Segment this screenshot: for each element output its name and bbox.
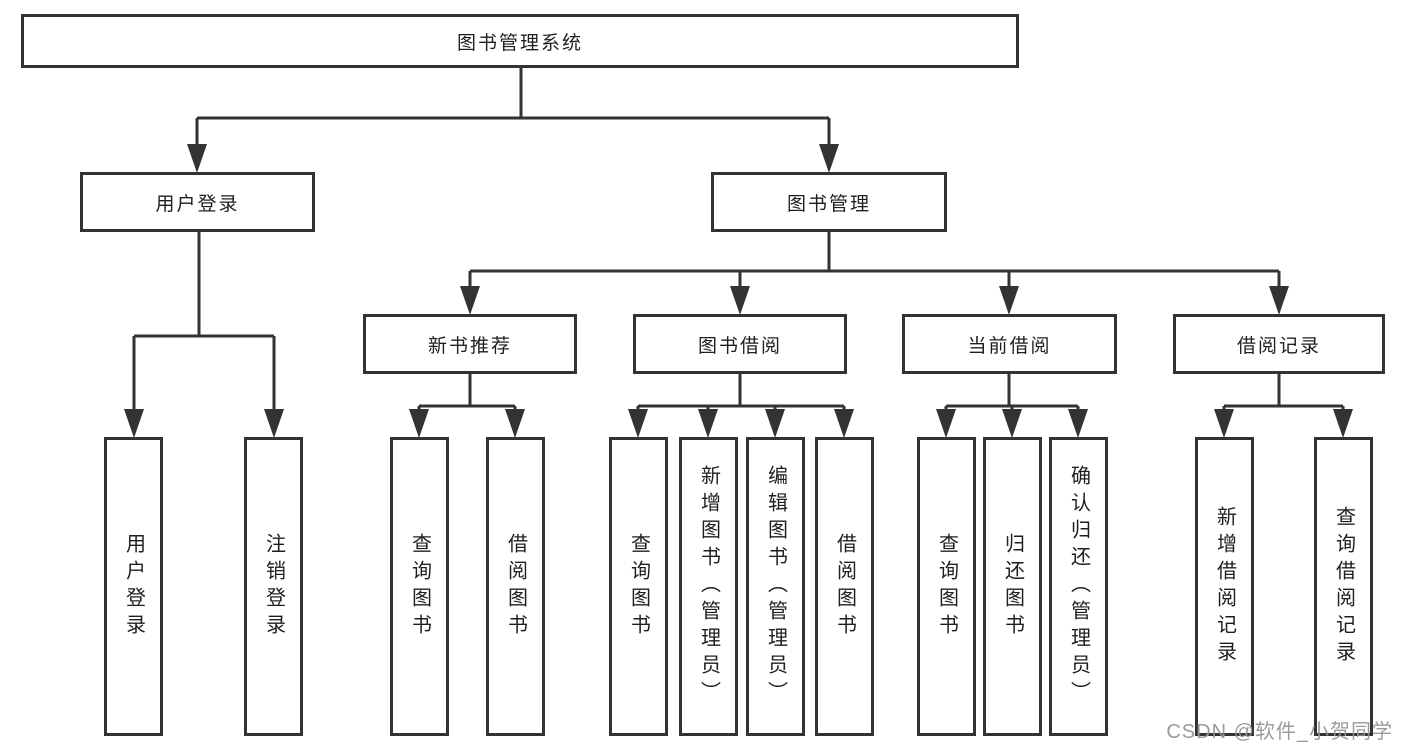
connector-current-borrow	[944, 373, 1080, 414]
node-label: 用户登录	[155, 193, 240, 215]
leaf-query-borrow-record: 查询借阅记录	[1314, 437, 1373, 736]
node-label: 查询借阅记录	[1332, 505, 1355, 668]
arrow-leaf	[698, 409, 718, 438]
leaf-query-books-3: 查询图书	[917, 437, 976, 736]
arrow-leaf	[1002, 409, 1022, 438]
node-label: 当前借阅	[967, 335, 1052, 357]
arrow-leaf	[409, 409, 429, 438]
arrow-leaf	[936, 409, 956, 438]
arrow-leaf	[628, 409, 648, 438]
connector-new-book-rec	[417, 373, 517, 414]
leaf-return-books: 归还图书	[983, 437, 1042, 736]
arrow-new-book-rec	[460, 286, 480, 315]
node-current-borrow: 当前借阅	[902, 314, 1117, 374]
arrow-borrow-records	[1269, 286, 1289, 315]
node-label: 查询图书	[408, 532, 431, 641]
node-label: 确认归还（管理员）	[1067, 465, 1090, 708]
node-label: 查询图书	[627, 532, 650, 641]
leaf-add-borrow-record: 新增借阅记录	[1195, 437, 1254, 736]
node-label: 新增借阅记录	[1213, 505, 1236, 668]
node-label: 用户登录	[122, 532, 145, 641]
leaf-add-books-admin: 新增图书（管理员）	[679, 437, 738, 736]
csdn-watermark: CSDN @软件_小贺同学	[1166, 721, 1393, 743]
connector-book-mgmt	[468, 231, 1281, 293]
arrow-book-mgmt	[819, 144, 839, 173]
arrow-book-borrow	[730, 286, 750, 315]
connector-user-login	[132, 231, 276, 414]
arrow-leaf	[124, 409, 144, 438]
node-label: 新书推荐	[427, 335, 512, 357]
node-label: 图书借阅	[697, 335, 782, 357]
arrow-leaf	[264, 409, 284, 438]
node-label: 注销登录	[262, 532, 285, 641]
node-user-login: 用户登录	[80, 172, 315, 232]
leaf-edit-books-admin: 编辑图书（管理员）	[746, 437, 805, 736]
node-label: 借阅图书	[504, 532, 527, 641]
node-new-book-recommend: 新书推荐	[363, 314, 577, 374]
node-borrow-records: 借阅记录	[1173, 314, 1385, 374]
node-label: 编辑图书（管理员）	[764, 465, 787, 708]
node-label: 图书管理	[786, 193, 871, 215]
arrow-leaf	[1333, 409, 1353, 438]
arrow-leaf	[505, 409, 525, 438]
node-book-borrow: 图书借阅	[633, 314, 847, 374]
arrow-leaf	[1214, 409, 1234, 438]
connector-borrow-records	[1222, 373, 1345, 414]
leaf-user-login: 用户登录	[104, 437, 163, 736]
arrow-leaf	[765, 409, 785, 438]
node-label: 借阅图书	[833, 532, 856, 641]
arrow-leaf	[1068, 409, 1088, 438]
leaf-borrow-books-1: 借阅图书	[486, 437, 545, 736]
node-label: 查询图书	[935, 532, 958, 641]
arrowheads	[124, 144, 1353, 438]
node-label: 借阅记录	[1236, 335, 1321, 357]
leaf-query-books-1: 查询图书	[390, 437, 449, 736]
leaf-borrow-books-2: 借阅图书	[815, 437, 874, 736]
leaf-query-books-2: 查询图书	[609, 437, 668, 736]
node-label: 图书管理系统	[456, 32, 583, 54]
arrow-leaf	[834, 409, 854, 438]
node-label: 新增图书（管理员）	[697, 465, 720, 708]
node-book-management: 图书管理	[711, 172, 947, 232]
leaf-confirm-return-admin: 确认归还（管理员）	[1049, 437, 1108, 736]
connector-root	[195, 67, 831, 150]
node-system-root: 图书管理系统	[21, 14, 1019, 68]
connector-book-borrow	[636, 373, 846, 414]
arrow-user-login	[187, 144, 207, 173]
leaf-logout: 注销登录	[244, 437, 303, 736]
arrow-current-borrow	[999, 286, 1019, 315]
node-label: 归还图书	[1001, 532, 1024, 641]
